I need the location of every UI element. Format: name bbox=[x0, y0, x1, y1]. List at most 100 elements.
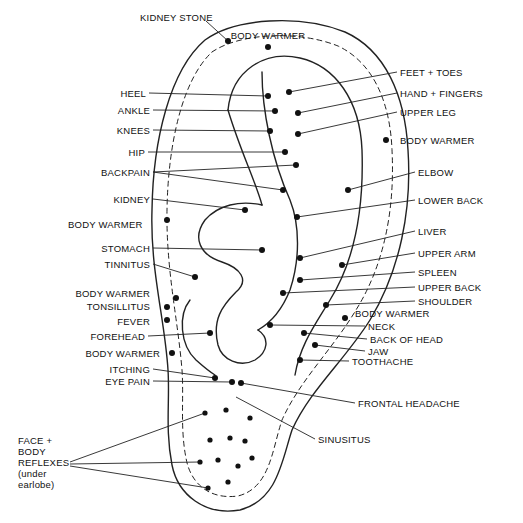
reflex-dot bbox=[383, 137, 389, 143]
reflex-dot bbox=[280, 187, 286, 193]
reflex-label: KIDNEY bbox=[113, 194, 150, 205]
reflex-dot bbox=[249, 455, 254, 460]
reflex-dot bbox=[192, 274, 198, 280]
reflex-dot bbox=[247, 415, 252, 420]
leader-line bbox=[315, 345, 365, 351]
reflex-dot bbox=[207, 330, 213, 336]
leader-line bbox=[148, 152, 285, 153]
reflex-label: JAW bbox=[368, 346, 388, 357]
leader-line bbox=[348, 172, 415, 190]
reflex-dot bbox=[225, 479, 230, 484]
reflex-dot bbox=[297, 255, 303, 261]
reflex-label: FACE + BODY REFLEXES (under earlobe) bbox=[18, 435, 78, 490]
leader-line bbox=[70, 462, 200, 464]
reflex-points bbox=[164, 38, 389, 491]
reflex-label: UPPER LEG bbox=[400, 107, 456, 118]
reflex-dot bbox=[202, 410, 207, 415]
reflex-label: TINNITUS bbox=[105, 259, 150, 270]
reflex-label: STOMACH bbox=[101, 243, 150, 254]
reflex-label: TONSILLITUS bbox=[87, 301, 150, 312]
leader-line bbox=[304, 333, 367, 339]
reflex-label: FEVER bbox=[117, 316, 150, 327]
leader-line bbox=[206, 21, 228, 41]
leader-line bbox=[300, 360, 349, 361]
leader-line bbox=[342, 253, 415, 265]
reflex-dot bbox=[280, 290, 286, 296]
reflex-dot bbox=[286, 89, 292, 95]
reflex-dot bbox=[169, 350, 175, 356]
leader-line bbox=[236, 397, 315, 439]
reflex-dot bbox=[265, 44, 271, 50]
reflex-dot bbox=[215, 457, 220, 462]
reflex-label: FEET + TOES bbox=[400, 67, 463, 78]
reflex-dot bbox=[267, 128, 273, 134]
reflex-dot bbox=[212, 375, 218, 381]
reflex-dot bbox=[164, 317, 170, 323]
reflex-label: HAND + FINGERS bbox=[400, 88, 483, 99]
reflex-label: FRONTAL HEADACHE bbox=[358, 398, 460, 409]
ear-inner-dashed bbox=[167, 36, 393, 497]
reflex-dot bbox=[242, 438, 247, 443]
reflex-dot bbox=[164, 304, 170, 310]
reflex-dot bbox=[173, 295, 179, 301]
reflex-label: UPPER ARM bbox=[418, 248, 476, 259]
leader-line bbox=[153, 248, 262, 250]
leader-line bbox=[297, 200, 415, 217]
leader-line bbox=[270, 325, 365, 326]
reflex-label: SINUSITUS bbox=[318, 434, 370, 445]
leader-line bbox=[153, 264, 195, 277]
reflex-dot bbox=[197, 459, 202, 464]
leader-line bbox=[326, 301, 415, 305]
reflex-label: HEEL bbox=[120, 88, 146, 99]
leader-line bbox=[153, 172, 283, 190]
reflex-dot bbox=[323, 302, 329, 308]
reflex-dot bbox=[205, 485, 210, 490]
reflex-label: NECK bbox=[368, 321, 395, 332]
reflex-dot bbox=[207, 437, 212, 442]
reflex-label: FOREHEAD bbox=[91, 331, 145, 342]
leader-line bbox=[149, 93, 268, 96]
reflex-label: KIDNEY STONE bbox=[140, 12, 213, 23]
leader-line bbox=[153, 165, 296, 172]
reflex-label: ELBOW bbox=[418, 167, 453, 178]
leader-line bbox=[153, 199, 245, 210]
reflex-label: TOOTHACHE bbox=[352, 356, 413, 367]
reflex-label: BODY WARMER bbox=[68, 219, 143, 230]
reflex-dot bbox=[227, 435, 232, 440]
leader-line bbox=[153, 130, 270, 131]
leader-line bbox=[153, 369, 215, 378]
concha bbox=[199, 203, 266, 363]
reflex-label: HIP bbox=[129, 147, 145, 158]
leader-line bbox=[148, 333, 210, 336]
leader-line bbox=[300, 231, 415, 258]
reflex-dot bbox=[294, 214, 300, 220]
reflex-label: BODY WARMER bbox=[400, 135, 475, 146]
reflex-dot bbox=[242, 207, 248, 213]
leader-line bbox=[283, 287, 415, 293]
leader-line bbox=[241, 383, 355, 403]
reflex-label: BACKPAIN bbox=[101, 167, 150, 178]
reflex-label: BODY WARMER bbox=[355, 308, 430, 319]
reflex-label: BODY WARMER bbox=[85, 348, 160, 359]
reflex-dot bbox=[293, 162, 299, 168]
reflex-label: BODY WARMER bbox=[231, 30, 306, 41]
reflex-label: KNEES bbox=[117, 125, 150, 136]
reflex-dot bbox=[297, 277, 303, 283]
leader-line bbox=[153, 381, 232, 382]
reflex-dot bbox=[267, 322, 273, 328]
reflex-dot bbox=[164, 217, 170, 223]
leader-line bbox=[300, 272, 415, 280]
reflex-dot bbox=[295, 131, 301, 137]
reflex-label: BODY WARMER bbox=[75, 288, 150, 299]
reflex-dot bbox=[342, 315, 348, 321]
tragus bbox=[182, 300, 215, 375]
reflex-dot bbox=[238, 380, 244, 386]
reflex-dot bbox=[297, 357, 303, 363]
reflex-dot bbox=[345, 187, 351, 193]
reflex-label: BACK OF HEAD bbox=[370, 334, 443, 345]
reflex-dot bbox=[223, 407, 228, 412]
reflex-dot bbox=[282, 149, 288, 155]
reflex-dot bbox=[295, 110, 301, 116]
